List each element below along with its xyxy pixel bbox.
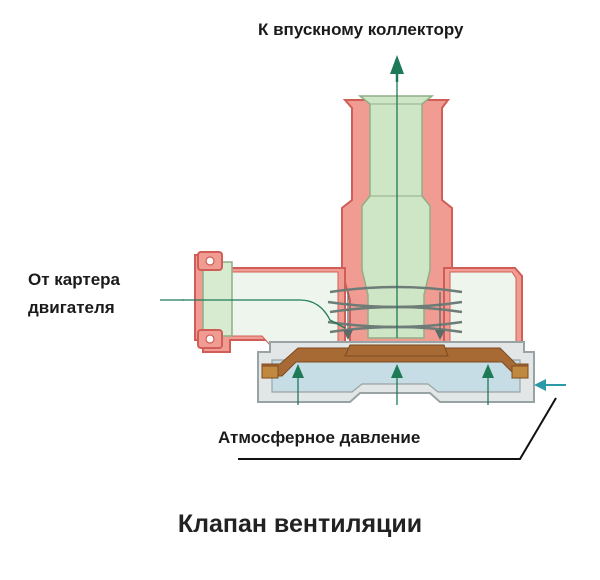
label-atmospheric-pressure: Атмосферное давление <box>218 428 421 447</box>
outlet-tube-body <box>357 95 435 339</box>
valve-plate <box>344 344 449 357</box>
crankcase-flow-line <box>182 299 346 329</box>
atmospheric-arrow-left <box>292 364 304 405</box>
leader-lines <box>160 299 557 460</box>
left-plug <box>261 365 279 379</box>
down-arrow-left <box>343 330 353 340</box>
label-from-crankcase: От картера двигателя <box>28 266 120 322</box>
label-from-crankcase-line2: двигателя <box>28 298 115 317</box>
outlet-tube <box>357 95 435 339</box>
valve-upper-body <box>194 99 523 353</box>
pcv-valve-illustration <box>160 55 566 460</box>
inner-cavity-right <box>449 271 517 346</box>
right-plug <box>511 365 529 379</box>
arrows <box>292 55 566 405</box>
label-to-intake-manifold: К впускному коллектору <box>258 20 464 39</box>
atmospheric-arrow-center <box>391 364 403 405</box>
flow-paths <box>182 80 441 338</box>
inlet-pipe <box>202 261 233 337</box>
outlet-arrow-head <box>390 55 404 74</box>
down-arrow-right <box>435 330 445 340</box>
atmospheric-arrow-right <box>482 364 494 405</box>
label-from-crankcase-line1: От картера <box>28 270 121 289</box>
atmospheric-leader <box>238 397 557 460</box>
atmospheric-inlet-arrow <box>534 379 566 391</box>
figure-title: Клапан вентиляции <box>177 510 423 538</box>
